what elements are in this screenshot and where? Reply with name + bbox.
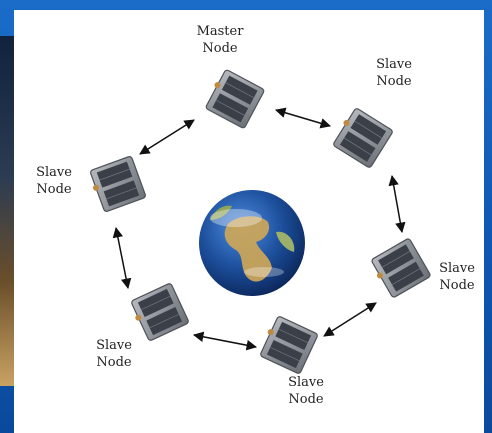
link-slave-bottom-left-slave-left — [112, 226, 132, 290]
label-slave-left-line2: Node — [36, 182, 72, 197]
label-slave-top-right: Slave Node — [376, 57, 412, 89]
label-master-node: Master Node — [197, 24, 245, 56]
link-slave-right-slave-bottom-right — [323, 302, 377, 337]
label-slave-bottom-right-line2: Node — [288, 392, 324, 407]
label-master-line2: Node — [202, 41, 238, 56]
side-photo-strip — [0, 36, 14, 386]
label-slave-bottom-left-line1: Slave — [96, 338, 132, 353]
link-slave-bottom-right-slave-bottom-left — [192, 331, 258, 351]
label-slave-bottom-left-line2: Node — [96, 355, 132, 370]
label-slave-right-line1: Slave — [439, 261, 475, 276]
link-master-slave-top-right — [274, 107, 332, 129]
label-slave-right: Slave Node — [439, 261, 475, 293]
label-master-line1: Master — [197, 24, 245, 39]
link-arrows — [112, 107, 406, 351]
link-slave-top-right-slave-right — [388, 174, 406, 234]
satellite-bottom-left-icon — [131, 283, 189, 341]
satellite-left-icon — [90, 156, 146, 212]
label-slave-right-line2: Node — [439, 278, 475, 293]
satellite-bottom-right-icon — [260, 316, 318, 374]
label-slave-bottom-right-line1: Slave — [288, 375, 324, 390]
earth-icon — [199, 190, 305, 296]
label-slave-bottom-right: Slave Node — [288, 375, 324, 407]
label-slave-top-right-line1: Slave — [376, 57, 412, 72]
satellite-top-right-icon — [333, 108, 393, 168]
label-slave-bottom-left: Slave Node — [96, 338, 132, 370]
label-slave-left: Slave Node — [36, 165, 72, 197]
satellite-master-icon — [205, 69, 265, 129]
link-slave-left-master — [139, 119, 195, 155]
network-diagram: Master Node Slave Node Slave Node Slave … — [36, 24, 475, 407]
satellite-right-icon — [371, 238, 431, 298]
label-slave-left-line1: Slave — [36, 165, 72, 180]
label-slave-top-right-line2: Node — [376, 74, 412, 89]
